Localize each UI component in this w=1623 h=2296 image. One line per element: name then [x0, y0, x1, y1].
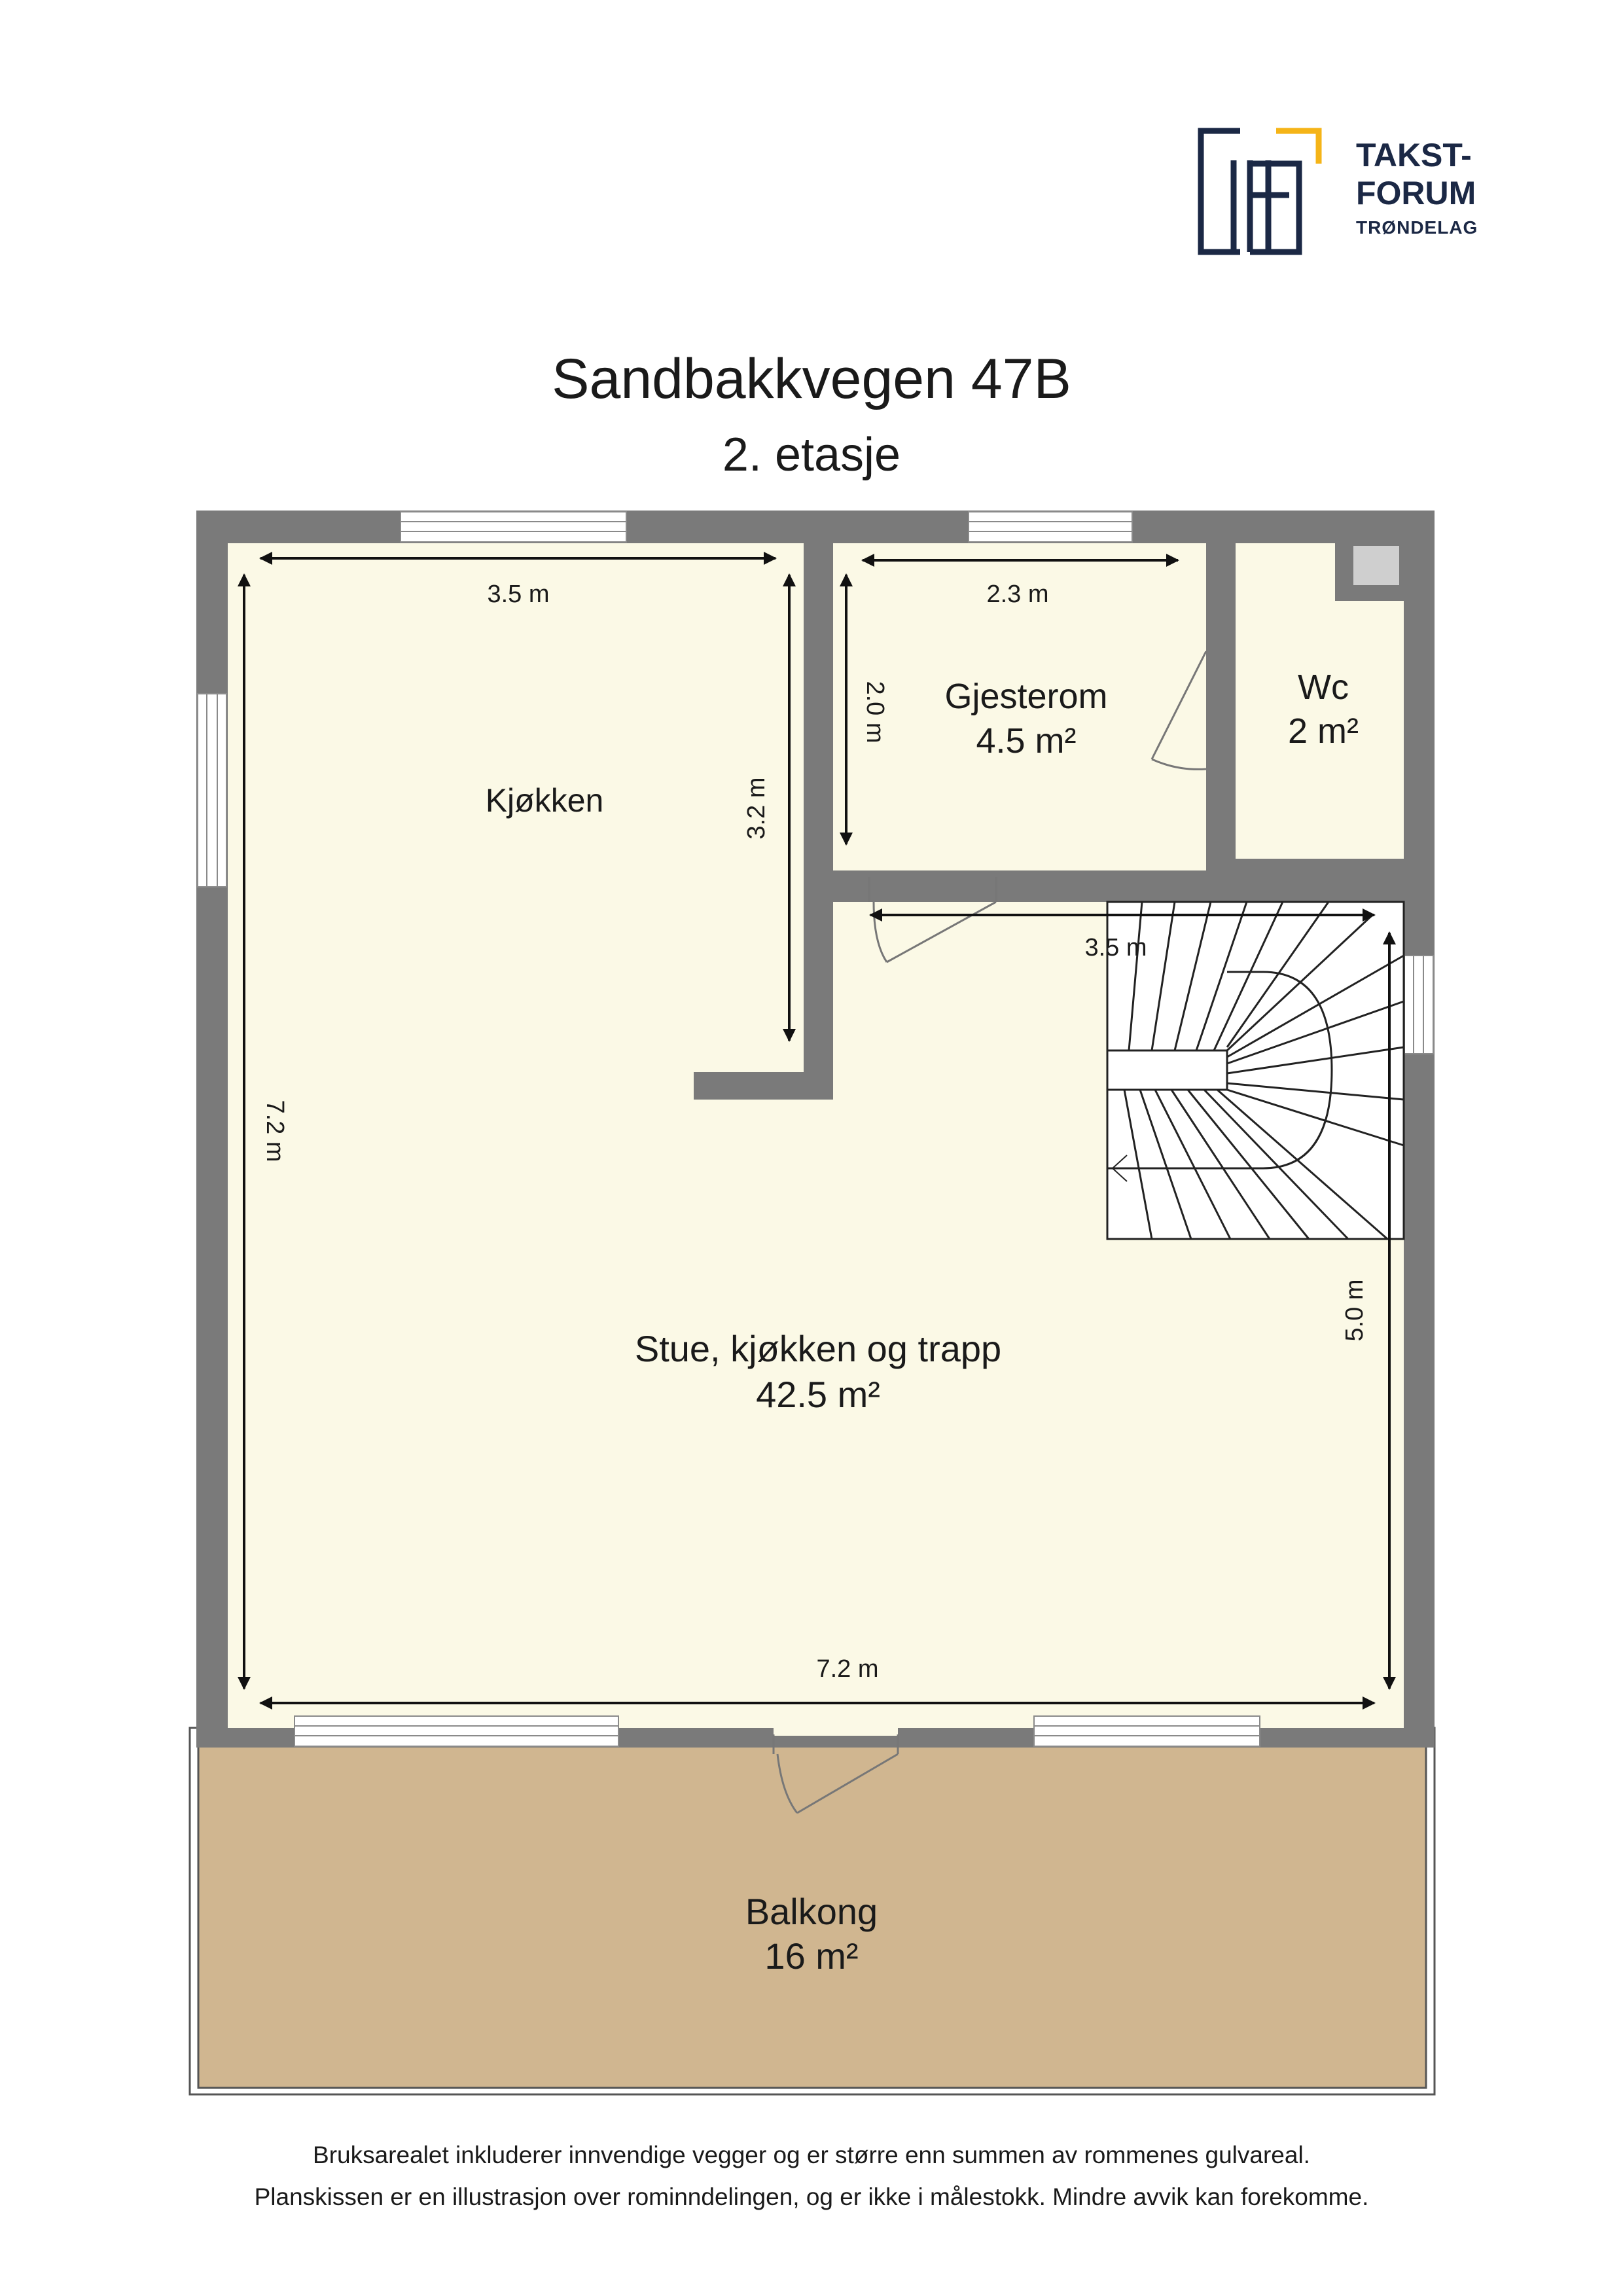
room-stue-area: 42.5 m²: [756, 1374, 880, 1415]
gjesterom-width-label: 2.3 m: [986, 581, 1048, 608]
page-title: Sandbakkvegen 47B: [552, 348, 1071, 410]
staircase: [1106, 901, 1405, 1240]
balkong-area: [188, 1727, 1436, 2096]
total-depth-label: 7.2 m: [261, 1100, 289, 1162]
room-stue-name: Stue, kjøkken og trapp: [635, 1328, 1001, 1369]
room-wc-name: Wc: [1298, 668, 1349, 707]
room-balkong-name: Balkong: [745, 1891, 878, 1932]
stair-side-label: 5.0 m: [1341, 1279, 1368, 1341]
total-width-label: 7.2 m: [816, 1655, 878, 1683]
logo-text-line1: TAKST-: [1356, 137, 1472, 173]
room-kjokken-name: Kjøkken: [486, 782, 604, 819]
room-balkong-area: 16 m²: [764, 1935, 858, 1977]
logo-text-line3: TRØNDELAG: [1356, 217, 1478, 238]
floor-subtitle: 2. etasje: [722, 429, 901, 481]
windows: [197, 511, 1434, 1747]
room-gjesterom-name: Gjesterom: [944, 677, 1107, 716]
gjesterom-depth-label: 2.0 m: [861, 681, 889, 743]
room-wc-area: 2 m²: [1288, 711, 1359, 751]
takstforum-logo: [1198, 128, 1512, 259]
interior-walls: [694, 543, 1404, 1736]
footer-note-area: Bruksarealet inkluderer innvendige vegge…: [313, 2142, 1310, 2168]
footer-note-disclaimer: Planskissen er en illustrasjon over romi…: [254, 2183, 1369, 2210]
kjokken-depth-label: 3.2 m: [743, 777, 770, 839]
room-gjesterom-area: 4.5 m²: [976, 721, 1076, 761]
logo-text-line2: FORUM: [1356, 175, 1476, 211]
kjokken-width-label: 3.5 m: [487, 581, 549, 608]
stair-width-label: 3.5 m: [1084, 934, 1147, 961]
dimension-lines: [238, 552, 1396, 1710]
logo-mark-icon: [1198, 128, 1322, 255]
